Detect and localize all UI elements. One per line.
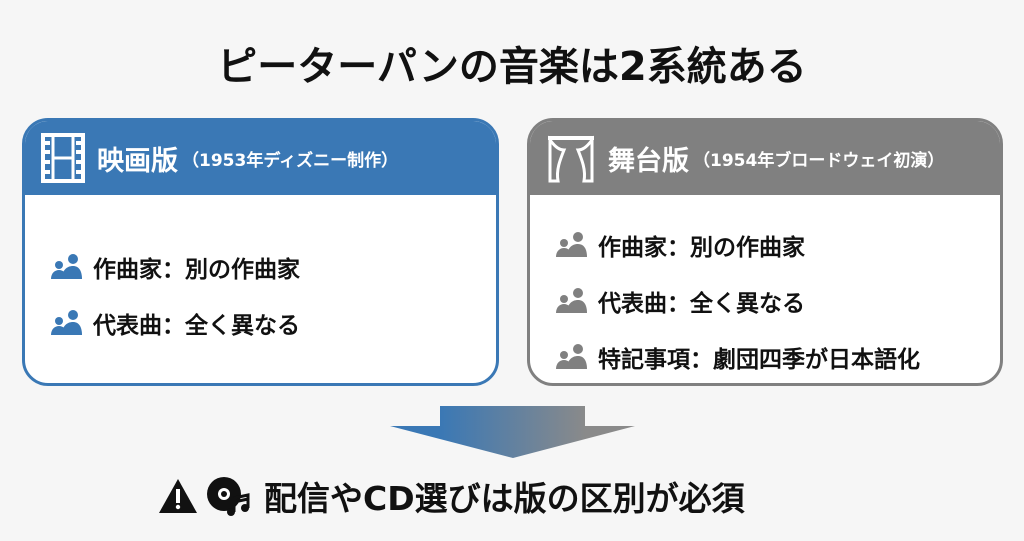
stage-card-subtitle: （1954年ブロードウェイ初演） xyxy=(693,150,945,171)
film-version-card: 映画版 （1953年ディズニー制作） 作曲家：別の作曲家 代表曲：全く異なる xyxy=(22,118,499,386)
people-icon xyxy=(556,288,587,313)
people-icon xyxy=(556,232,587,257)
people-icon xyxy=(51,310,82,335)
film-card-subtitle: （1953年ディズニー制作） xyxy=(182,150,399,171)
stage-version-card: 舞台版 （1954年ブロードウェイ初演） 作曲家：別の作曲家 代表曲：全く異なる… xyxy=(527,118,1003,386)
item-text: 代表曲：全く異なる xyxy=(598,291,805,317)
film-card-header: 映画版 （1953年ディズニー制作） xyxy=(25,121,496,195)
conclusion-text: 配信やCD選びは版の区別が必須 xyxy=(264,479,745,518)
film-icon xyxy=(41,133,85,183)
list-item: 作曲家：別の作曲家 xyxy=(49,239,486,295)
music-cd-icon xyxy=(207,477,250,516)
page-title: ピーターパンの音楽は2系統ある xyxy=(217,44,807,90)
list-item: 代表曲：全く異なる xyxy=(554,273,990,329)
list-item: 特記事項：劇団四季が日本語化 xyxy=(554,329,990,383)
list-item: 作曲家：別の作曲家 xyxy=(554,217,990,273)
item-text: 特記事項：劇団四季が日本語化 xyxy=(598,347,920,373)
item-text: 作曲家：別の作曲家 xyxy=(598,235,805,261)
item-text: 作曲家：別の作曲家 xyxy=(93,257,300,283)
people-icon xyxy=(51,254,82,279)
conclusion: 配信やCD選びは版の区別が必須 xyxy=(158,472,745,520)
warning-icon xyxy=(159,479,197,513)
curtain-icon xyxy=(548,135,594,183)
item-text: 代表曲：全く異なる xyxy=(93,313,300,339)
stage-card-title: 舞台版 xyxy=(608,145,689,177)
list-item: 代表曲：全く異なる xyxy=(49,295,486,351)
down-arrow xyxy=(390,406,635,458)
film-card-title: 映画版 xyxy=(97,145,178,177)
people-icon xyxy=(556,344,587,369)
stage-card-header: 舞台版 （1954年ブロードウェイ初演） xyxy=(530,121,1000,195)
